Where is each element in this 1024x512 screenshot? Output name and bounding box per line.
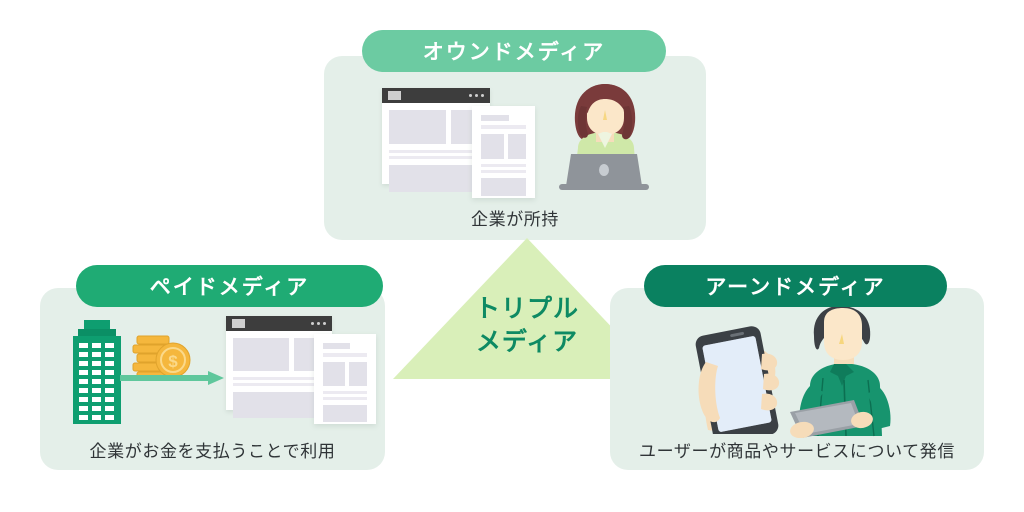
svg-text:$: $ xyxy=(168,352,178,371)
triple-media-label: トリプル メディア xyxy=(393,293,661,358)
triple-media-label-line1: トリプル xyxy=(474,294,579,323)
document-page-icon xyxy=(472,106,535,198)
window-dots-icon xyxy=(311,322,326,325)
right-arrow-icon xyxy=(120,371,224,385)
hamburger-icon xyxy=(388,89,401,102)
hamburger-icon xyxy=(232,317,245,330)
triple-media-label-line2: メディア xyxy=(475,326,579,356)
browser-titlebar xyxy=(382,88,490,103)
document-page-icon xyxy=(314,334,376,424)
badge-paid-media[interactable]: ペイドメディア xyxy=(76,265,383,307)
woman-with-laptop-illustration xyxy=(559,84,649,190)
browser-content xyxy=(226,331,332,418)
window-dots-icon xyxy=(469,94,484,97)
browser-titlebar xyxy=(226,316,332,331)
badge-owned-media[interactable]: オウンドメディア xyxy=(362,30,666,72)
office-building-icon xyxy=(73,320,121,424)
hand-holding-smartphone-illustration xyxy=(695,326,780,434)
man-with-tablet-illustration xyxy=(790,305,891,438)
panel-earned-media xyxy=(610,288,984,470)
badge-earned-media[interactable]: アーンドメディア xyxy=(644,265,947,307)
caption-paid-media: 企業がお金を支払うことで利用 xyxy=(89,442,336,462)
caption-owned-media: 企業が所持 xyxy=(471,210,559,230)
caption-earned-media: ユーザーが商品やサービスについて発信 xyxy=(639,442,955,462)
